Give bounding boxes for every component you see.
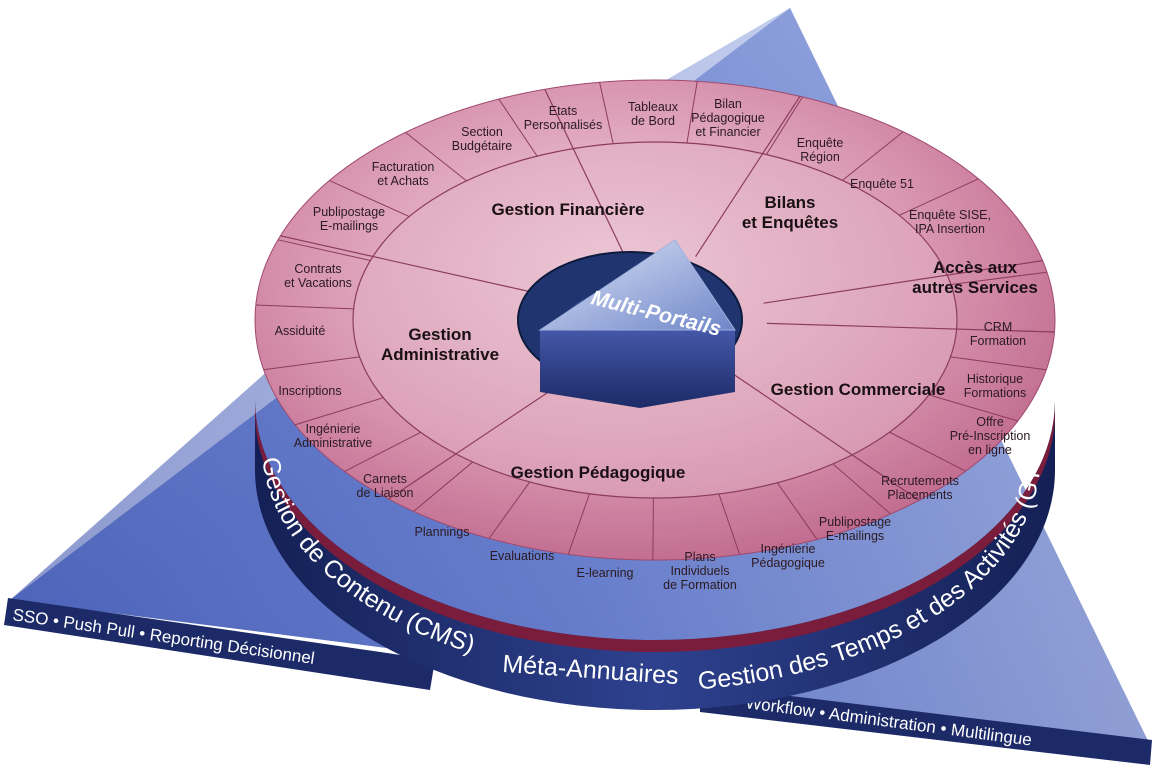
base-strip-left [4,598,435,690]
sector-divider [766,322,1055,333]
sector-label-financiere: Gestion Financière [491,200,644,219]
outer-item-label: Assiduité [275,324,326,338]
outer-item-label: E-learning [577,566,634,580]
outer-divider [294,397,384,426]
outer-divider [765,96,803,155]
sector-divider [544,89,625,255]
sector-divider [763,260,1043,304]
outer-divider [277,239,371,262]
bullet-separator: • [935,718,953,739]
outer-divider [718,493,741,555]
outer-divider [488,481,531,539]
outer-item-label: Evaluations [490,549,555,563]
bullet-separator: • [813,702,830,723]
outer-divider [413,461,474,512]
outer-item-label: Enquête 51 [850,177,914,191]
outer-divider [776,482,818,540]
outer-item-label: Inscriptions [278,384,341,398]
bullet-separator: • [47,610,65,631]
outer-divider [405,132,467,182]
outer-item-label: Enquête SISE,IPA Insertion [909,208,991,236]
outer-divider [950,271,1048,286]
outer-divider [498,98,538,157]
outer-divider [686,81,698,144]
outer-divider [950,356,1047,371]
outer-divider [567,493,590,555]
outer-divider [898,178,979,216]
sector-divider [728,370,920,501]
outer-divider [928,394,1018,422]
outer-divider [652,497,654,561]
outer-divider [255,304,354,310]
sector-label-pedagogique: Gestion Pédagogique [511,463,686,482]
sector-divider [280,235,551,297]
sector-label-commerciale: Gestion Commerciale [771,380,946,399]
outer-divider [263,356,360,371]
sector-divider [695,95,801,257]
outer-divider [842,131,904,181]
base-strip-right [700,685,1152,765]
outer-divider [889,431,966,472]
disc-side-band [255,400,1055,710]
outer-divider [832,463,891,515]
prism-top [538,239,736,331]
bullet-separator: • [133,623,151,644]
prism-side [540,330,735,408]
outer-divider [344,431,421,472]
outer-divider [599,82,614,144]
outer-divider [329,180,410,218]
outer-item-label: Plannings [415,525,470,539]
base-item: SSO [11,605,49,629]
